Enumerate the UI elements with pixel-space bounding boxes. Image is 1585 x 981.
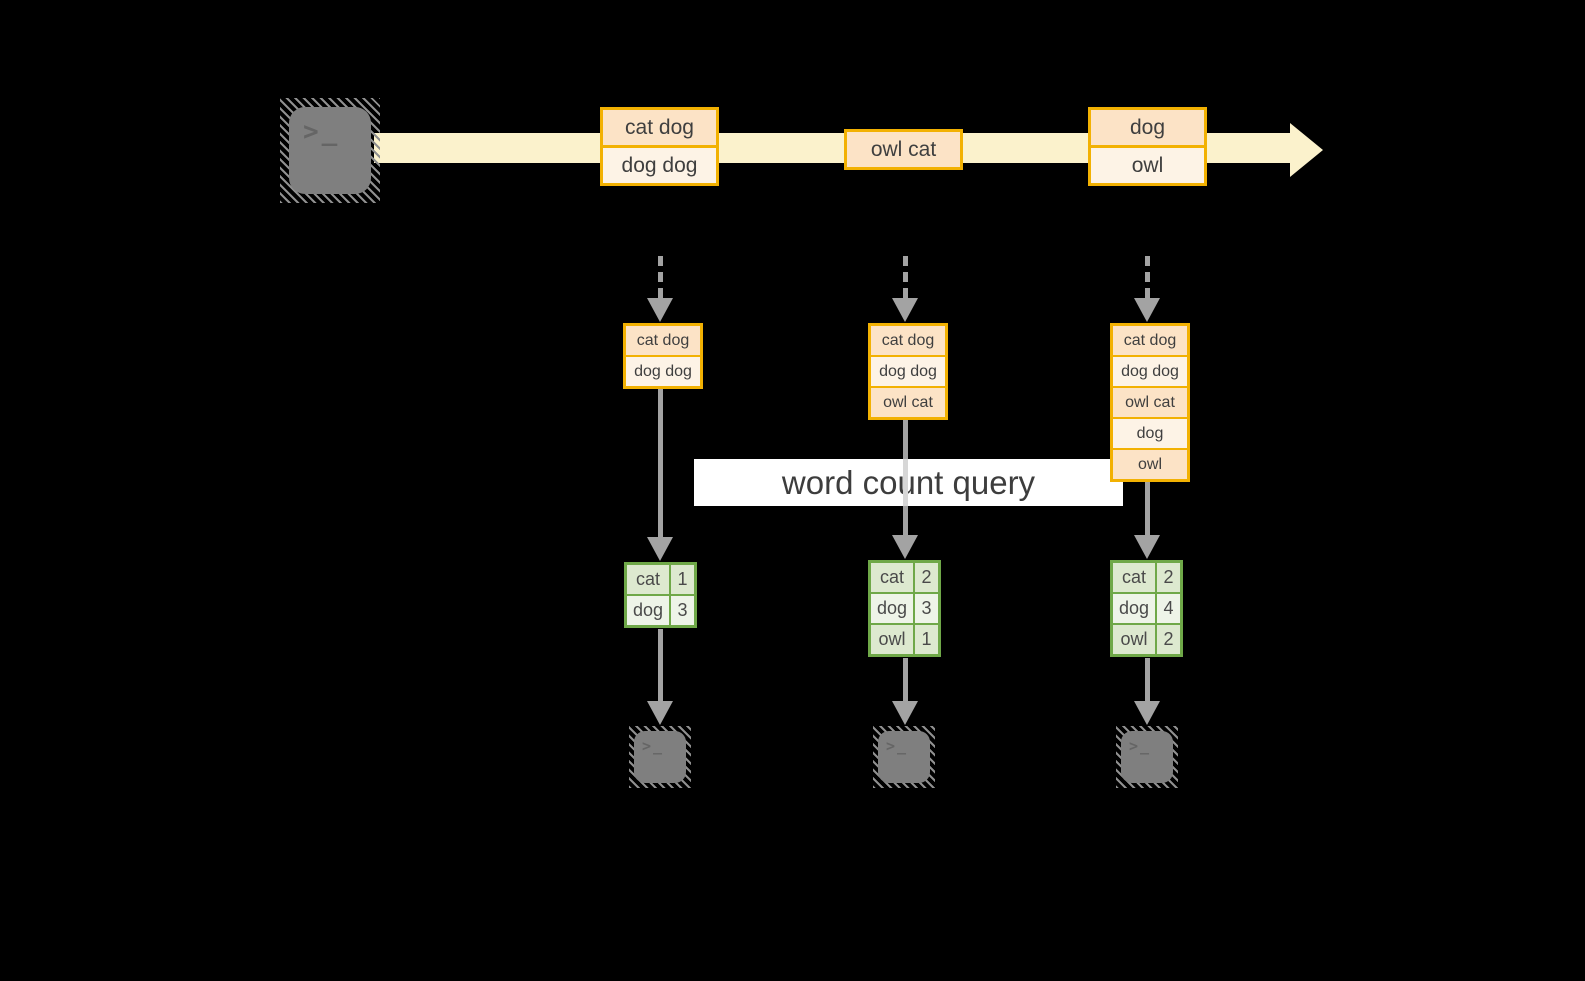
word-cell: dog [627, 596, 669, 625]
arrow-shaft [657, 256, 663, 298]
state-row: owl cat [1113, 386, 1187, 417]
state-row: dog dog [1113, 355, 1187, 386]
query-label-box: word count query [694, 459, 1123, 506]
word-cell: cat [627, 565, 669, 594]
stream-record-2: owl cat [844, 129, 963, 170]
state-row: cat dog [626, 326, 700, 355]
arrow-shaft [902, 658, 908, 701]
sink-terminal-icon: >_ [873, 726, 935, 788]
record-row: owl cat [847, 132, 960, 167]
arrow-shaft [1144, 658, 1150, 701]
state-row: owl cat [871, 386, 945, 417]
arrow-head [647, 537, 673, 561]
word-cell: cat [871, 563, 913, 592]
arrow-head [1134, 535, 1160, 559]
arrow-through-label [903, 459, 908, 506]
arrow-shaft [1144, 482, 1150, 535]
word-count-table-1: cat 1 dog 3 [624, 562, 697, 628]
dashed-arrow-icon [647, 256, 673, 322]
count-cell: 4 [1157, 594, 1180, 623]
count-cell: 2 [915, 563, 938, 592]
sink-terminal-icon: >_ [629, 726, 691, 788]
count-cell: 3 [915, 594, 938, 623]
source-terminal-icon: >_ [280, 98, 380, 203]
record-row: dog dog [603, 145, 716, 183]
sink-terminal-icon: >_ [1116, 726, 1178, 788]
word-cell: dog [871, 594, 913, 623]
arrow-shaft [902, 256, 908, 298]
state-box-2: cat dog dog dog owl cat [868, 323, 948, 420]
arrow-head [892, 535, 918, 559]
state-row: owl [1113, 448, 1187, 479]
stream-record-3: dog owl [1088, 107, 1207, 186]
arrow-head [647, 701, 673, 725]
dashed-arrow-icon [1134, 256, 1160, 322]
arrow-head [892, 701, 918, 725]
arrow-shaft [1144, 256, 1150, 298]
word-count-table-2: cat 2 dog 3 owl 1 [868, 560, 941, 657]
state-box-1: cat dog dog dog [623, 323, 703, 389]
record-row: cat dog [603, 110, 716, 145]
output-arrow-icon [647, 629, 673, 725]
word-count-table-3: cat 2 dog 4 owl 2 [1110, 560, 1183, 657]
query-arrow-icon [1134, 482, 1160, 559]
terminal-prompt-glyph: >_ [303, 117, 341, 147]
count-cell: 2 [1157, 625, 1180, 654]
record-row: dog [1091, 110, 1204, 145]
count-cell: 3 [671, 596, 694, 625]
arrow-head [647, 298, 673, 322]
terminal-screen: >_ [1121, 731, 1173, 783]
output-arrow-icon [892, 658, 918, 725]
query-arrow-icon [647, 389, 673, 561]
word-cell: cat [1113, 563, 1155, 592]
count-cell: 1 [671, 565, 694, 594]
terminal-screen: >_ [878, 731, 930, 783]
count-cell: 1 [915, 625, 938, 654]
query-label-text: word count query [781, 463, 1036, 501]
arrow-head [892, 298, 918, 322]
terminal-prompt-glyph: >_ [642, 737, 665, 755]
terminal-prompt-glyph: >_ [886, 737, 909, 755]
stream-arrow-head-icon [1290, 123, 1323, 177]
word-cell: dog [1113, 594, 1155, 623]
arrow-head [1134, 298, 1160, 322]
arrow-shaft [657, 389, 663, 537]
terminal-screen: >_ [289, 107, 371, 194]
state-row: cat dog [1113, 326, 1187, 355]
count-cell: 2 [1157, 563, 1180, 592]
word-cell: owl [1113, 625, 1155, 654]
arrow-head [1134, 701, 1160, 725]
terminal-prompt-glyph: >_ [1129, 737, 1152, 755]
word-cell: owl [871, 625, 913, 654]
dashed-arrow-icon [892, 256, 918, 322]
state-row: cat dog [871, 326, 945, 355]
stream-record-1: cat dog dog dog [600, 107, 719, 186]
arrow-shaft [657, 629, 663, 701]
state-box-3: cat dog dog dog owl cat dog owl [1110, 323, 1190, 482]
record-row: owl [1091, 145, 1204, 183]
terminal-screen: >_ [634, 731, 686, 783]
state-row: dog dog [871, 355, 945, 386]
state-row: dog [1113, 417, 1187, 448]
output-arrow-icon [1134, 658, 1160, 725]
state-row: dog dog [626, 355, 700, 386]
